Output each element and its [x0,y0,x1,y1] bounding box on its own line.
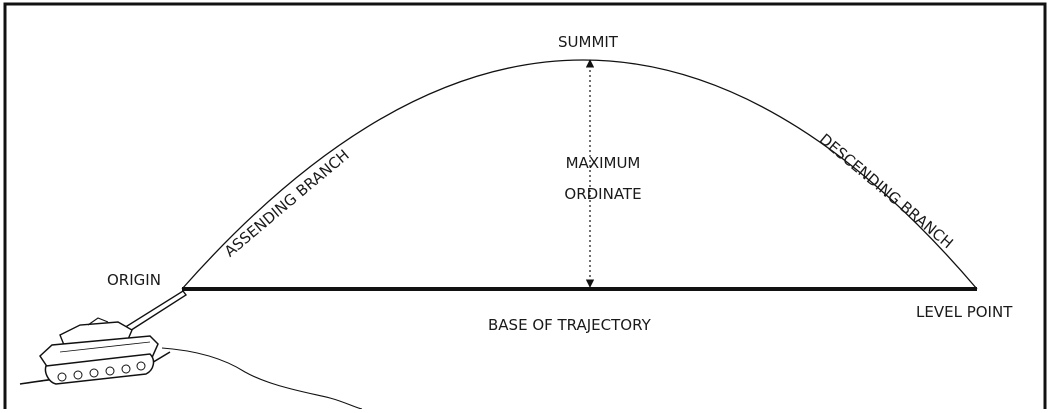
summit-label: SUMMIT [558,33,619,51]
base-of-trajectory-label: BASE OF TRAJECTORY [488,316,652,334]
self-propelled-howitzer-icon [19,290,188,385]
trajectory-arc [181,59,978,290]
maximum-label: MAXIMUM [566,154,641,172]
level-point-label: LEVEL POINT [916,303,1013,321]
terrain-line [161,347,363,410]
frame-border [3,2,1047,409]
ascending-branch-label: ASSENDING BRANCH [221,146,353,261]
ordinate-label: ORDINATE [564,185,641,203]
descending-branch-label: DESCENDING BRANCH [816,130,957,252]
origin-label: ORIGIN [107,271,161,289]
